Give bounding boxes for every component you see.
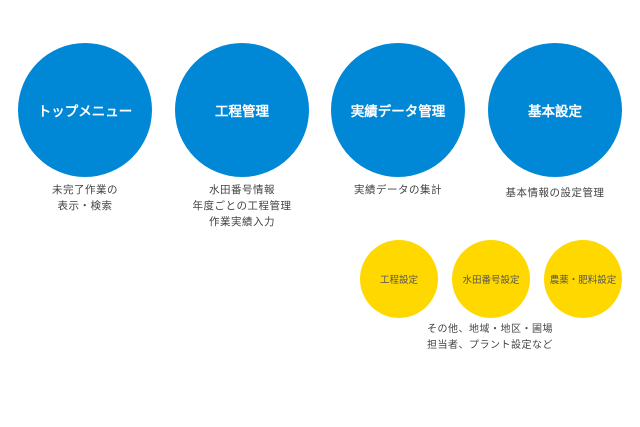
menu-label: 基本設定	[528, 104, 582, 120]
menu-process-description: 水田番号情報年度ごとの工程管理作業実績入力	[192, 184, 292, 228]
settings-note: その他、地域・地区・圃場担当者、プラント設定など	[427, 324, 553, 351]
menu-results-description: 実績データの集計	[354, 184, 442, 196]
field-number-settings-button[interactable]: 水田番号設定	[452, 240, 530, 318]
pesticide-fertilizer-settings-button[interactable]: 農薬・肥料設定	[544, 240, 622, 318]
settings-label: 農薬・肥料設定	[549, 275, 617, 286]
menu-label: 工程管理	[215, 104, 269, 120]
menu-settings-button[interactable]: 基本設定	[488, 43, 622, 177]
menu-process-button[interactable]: 工程管理	[175, 43, 309, 177]
menu-label: 実績データ管理	[350, 104, 446, 120]
process-settings-button[interactable]: 工程設定	[360, 240, 438, 318]
menu-label: トップメニュー	[37, 104, 133, 120]
menu-settings-description: 基本情報の設定管理	[505, 187, 605, 199]
menu-results-button[interactable]: 実績データ管理	[331, 43, 465, 177]
menu-top-description: 未完了作業の表示・検索	[52, 184, 118, 212]
settings-label: 工程設定	[379, 275, 418, 286]
menu-top-button[interactable]: トップメニュー	[18, 43, 152, 177]
settings-label: 水田番号設定	[462, 275, 520, 286]
